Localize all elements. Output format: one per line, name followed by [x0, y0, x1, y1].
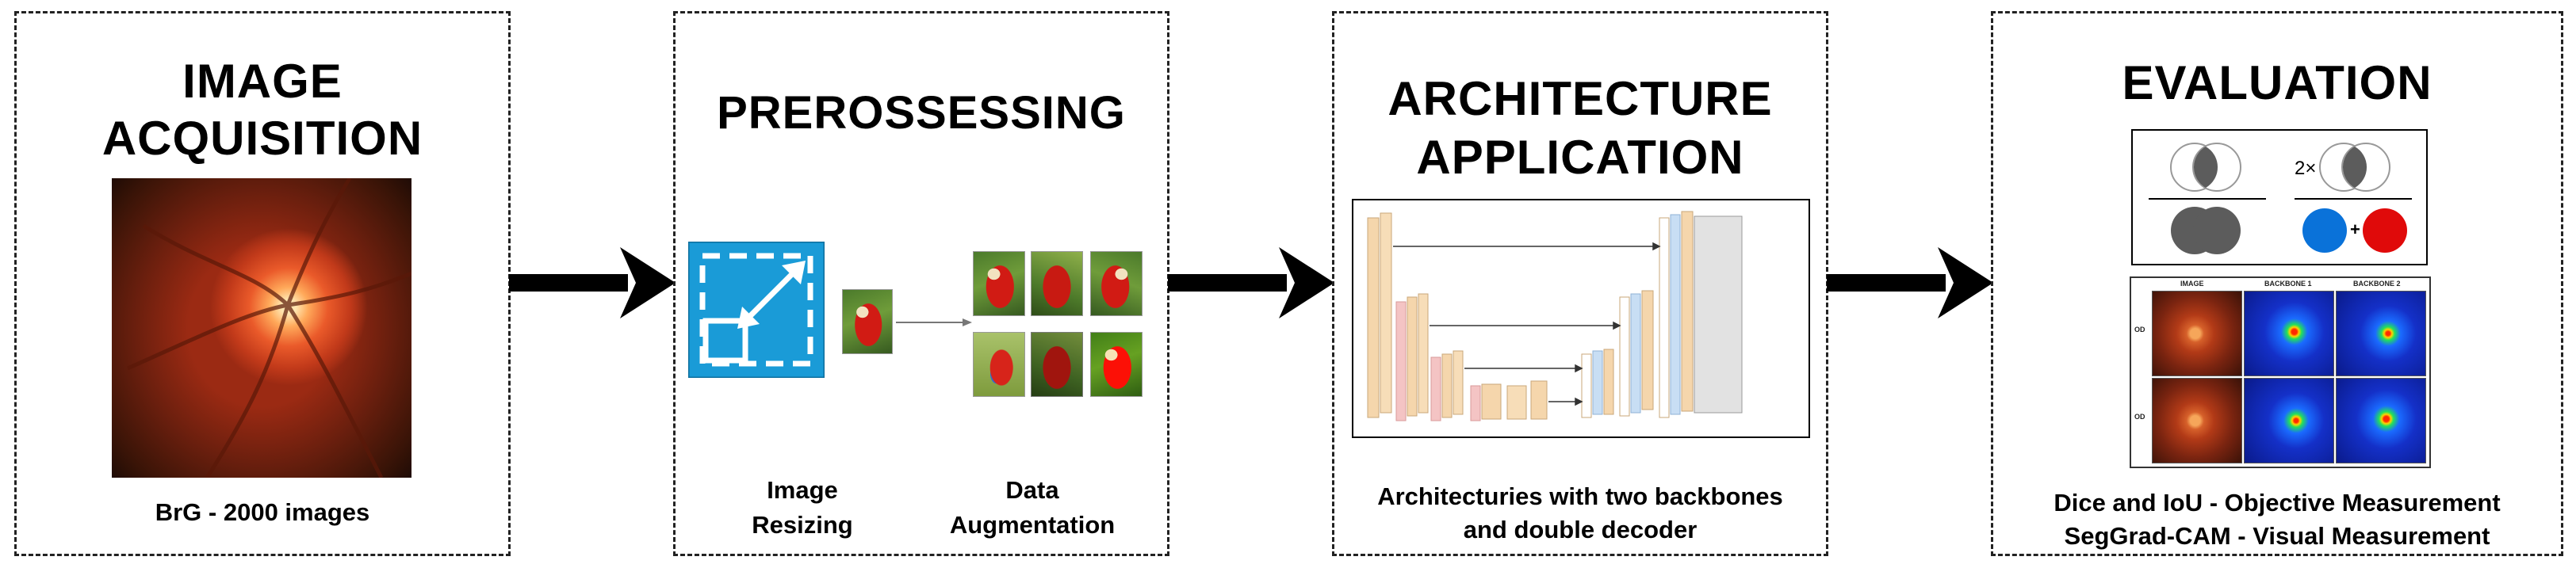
cam-header-backbone-1: BACKBONE 1	[2264, 280, 2312, 288]
stage-title-line-2: APPLICATION	[1416, 131, 1744, 184]
cam-header-backbone-2: BACKBONE 2	[2353, 280, 2401, 288]
augmented-image	[1031, 332, 1083, 397]
sub-caption-resizing-line-1: Image	[767, 476, 838, 504]
stage-title: EVALUATION	[2122, 56, 2432, 109]
stage-title-line-2: ACQUISITION	[101, 112, 423, 165]
cam-heatmap	[2244, 378, 2334, 463]
stage-caption-line-2: and double decoder	[1463, 516, 1698, 543]
venn-icon	[2149, 143, 2412, 254]
sub-caption-augmentation-line-1: Data	[1005, 476, 1059, 504]
stage-evaluation: EVALUATION 2× + IMAGE BACKBONE 1 BACKBON…	[1991, 11, 2563, 556]
cam-heatmap	[2336, 291, 2426, 376]
augmented-image	[1031, 251, 1083, 316]
stage-title-line-1: IMAGE	[182, 55, 343, 108]
resize-arrow-icon	[688, 242, 825, 378]
cam-heatmap	[2336, 378, 2426, 463]
resized-image	[842, 289, 893, 354]
fundus-image	[112, 178, 411, 478]
stage-preprocessing: PREROSSESSING Image Resizing Data Augmen…	[673, 11, 1169, 556]
cam-input-image	[2152, 378, 2242, 463]
cam-header-image: IMAGE	[2180, 280, 2204, 288]
cam-row-label: OD	[2134, 326, 2145, 334]
right-arrow-icon	[1168, 247, 1334, 318]
stage-caption: BrG - 2000 images	[155, 498, 370, 526]
plus-sign: +	[2350, 219, 2360, 239]
stage-caption-line-1: Architecturies with two backbones	[1377, 482, 1783, 510]
unet-architecture-diagram	[1352, 199, 1810, 438]
stage-title-line-1: ARCHITECTURE	[1388, 72, 1773, 125]
stage-architecture: ARCHITECTURE APPLICATION	[1332, 11, 1828, 556]
seggradcam-grid: IMAGE BACKBONE 1 BACKBONE 2 OD OD	[2130, 276, 2431, 468]
cam-heatmap	[2244, 291, 2334, 376]
augmented-image	[1090, 332, 1143, 397]
augmented-image	[1090, 251, 1143, 316]
augmented-image	[973, 332, 1025, 397]
augmented-image	[973, 251, 1025, 316]
cam-row-label: OD	[2134, 413, 2145, 421]
vessel-lines	[126, 178, 411, 478]
metric-formulas-box: 2× +	[2131, 129, 2428, 265]
stage-title: PREROSSESSING	[717, 87, 1126, 139]
stage-caption-line-1: Dice and IoU - Objective Measurement	[2054, 489, 2501, 517]
right-arrow-icon	[509, 247, 676, 318]
stage-image-acquisition: IMAGE ACQUISITION BrG - 2000 images	[14, 11, 511, 556]
stage-caption-line-2: SegGrad-CAM - Visual Measurement	[2064, 522, 2490, 550]
augmentation-arrow-icon	[896, 318, 972, 326]
cam-input-image	[2152, 291, 2242, 376]
right-arrow-icon	[1827, 247, 1993, 318]
dice-factor: 2×	[2295, 158, 2317, 179]
sub-caption-augmentation-line-2: Augmentation	[949, 511, 1116, 539]
sub-caption-resizing-line-2: Resizing	[752, 511, 853, 539]
